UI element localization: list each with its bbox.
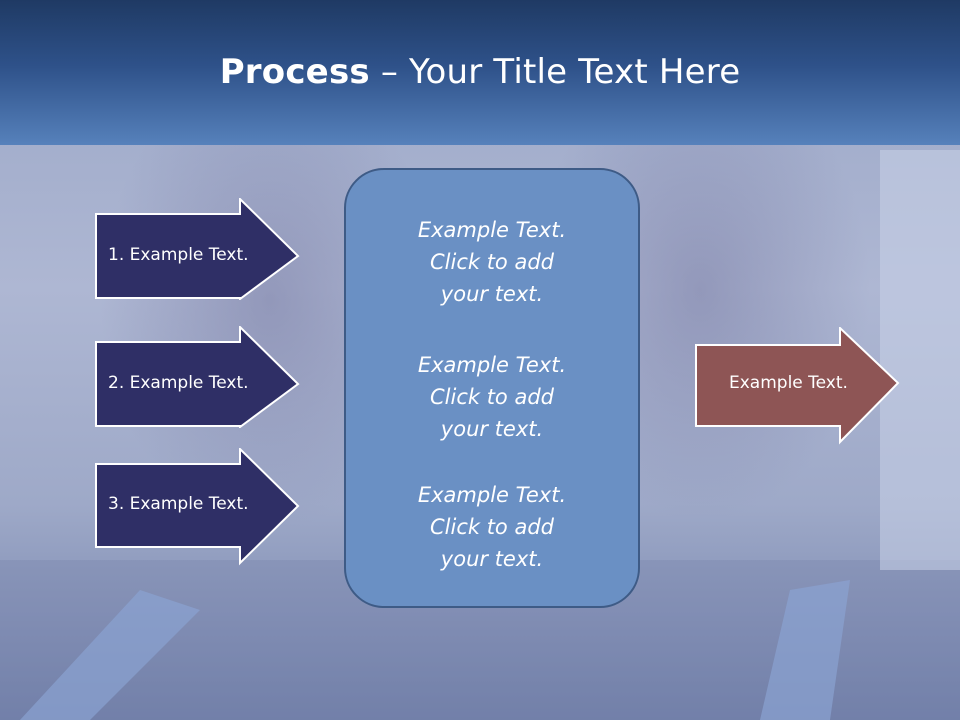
center-text-block-3[interactable]: Example Text. Click to add your text. <box>346 479 638 575</box>
center-text-box[interactable]: Example Text. Click to add your text. Ex… <box>344 168 640 608</box>
block-line: Click to add <box>429 250 554 274</box>
block-line: Example Text. <box>417 218 567 242</box>
block-line: Example Text. <box>417 483 567 507</box>
block-line: Example Text. <box>417 353 567 377</box>
block-line: your text. <box>440 282 544 306</box>
right-arrow-shape-icon <box>95 324 300 429</box>
right-arrow-shape-icon <box>95 196 300 301</box>
left-arrow-1-label: 1. Example Text. <box>108 245 249 265</box>
title-rest: – Your Title Text Here <box>369 52 741 92</box>
slide-title[interactable]: Process – Your Title Text Here <box>0 52 960 92</box>
center-text-block-2[interactable]: Example Text. Click to add your text. <box>346 349 638 445</box>
right-arrow-label: Example Text. <box>729 373 848 393</box>
right-arrow-shape-icon <box>695 325 900 445</box>
block-line: Click to add <box>429 515 554 539</box>
block-line: your text. <box>440 547 544 571</box>
right-arrow[interactable]: Example Text. <box>695 325 901 449</box>
left-arrow-3[interactable]: 3. Example Text. <box>95 446 300 570</box>
center-text-block-1[interactable]: Example Text. Click to add your text. <box>346 214 638 310</box>
left-arrow-2[interactable]: 2. Example Text. <box>95 324 300 432</box>
left-arrow-3-label: 3. Example Text. <box>108 494 249 514</box>
title-bar <box>0 0 960 145</box>
right-arrow-shape-icon <box>95 446 300 566</box>
title-bold: Process <box>219 52 370 92</box>
left-arrow-2-label: 2. Example Text. <box>108 373 249 393</box>
left-arrow-1[interactable]: 1. Example Text. <box>95 196 300 304</box>
block-line: your text. <box>440 417 544 441</box>
block-line: Click to add <box>429 385 554 409</box>
